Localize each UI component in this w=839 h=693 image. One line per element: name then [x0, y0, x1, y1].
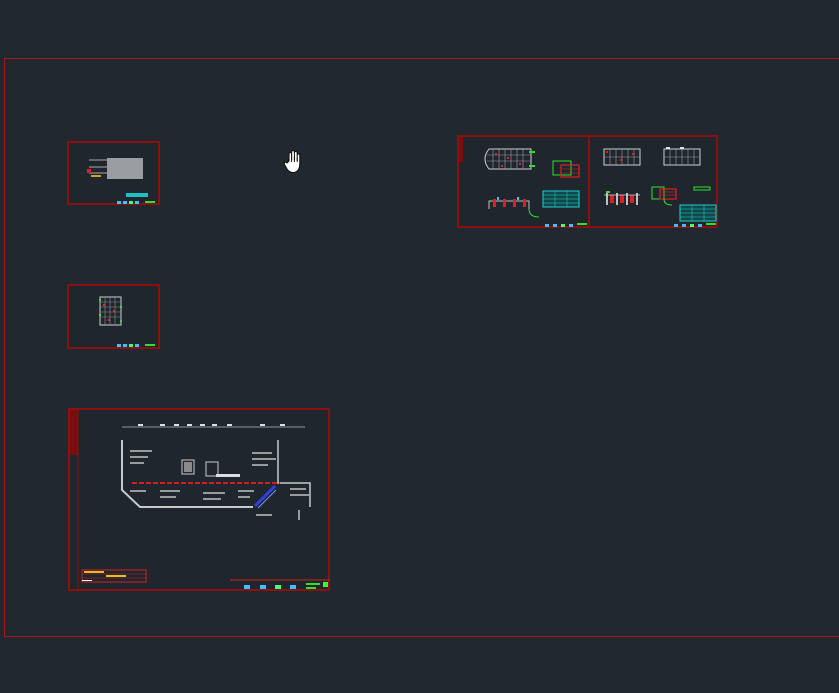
drawing-sheet-double-left[interactable] — [457, 135, 590, 228]
drawing-sheet-floor-plan[interactable] — [68, 408, 330, 593]
drawing-sheet-2[interactable] — [67, 284, 160, 349]
floor-plan-content — [70, 410, 330, 593]
layout-boundary — [4, 58, 839, 637]
pan-hand-icon — [283, 149, 301, 174]
drawing-sheet-1[interactable] — [67, 141, 160, 205]
drawing-sheet-double-right[interactable] — [588, 135, 718, 228]
sheet-1-content — [87, 158, 155, 204]
double-left-content — [459, 137, 587, 227]
double-right-content — [603, 147, 717, 227]
sheet-2-content — [99, 296, 155, 347]
